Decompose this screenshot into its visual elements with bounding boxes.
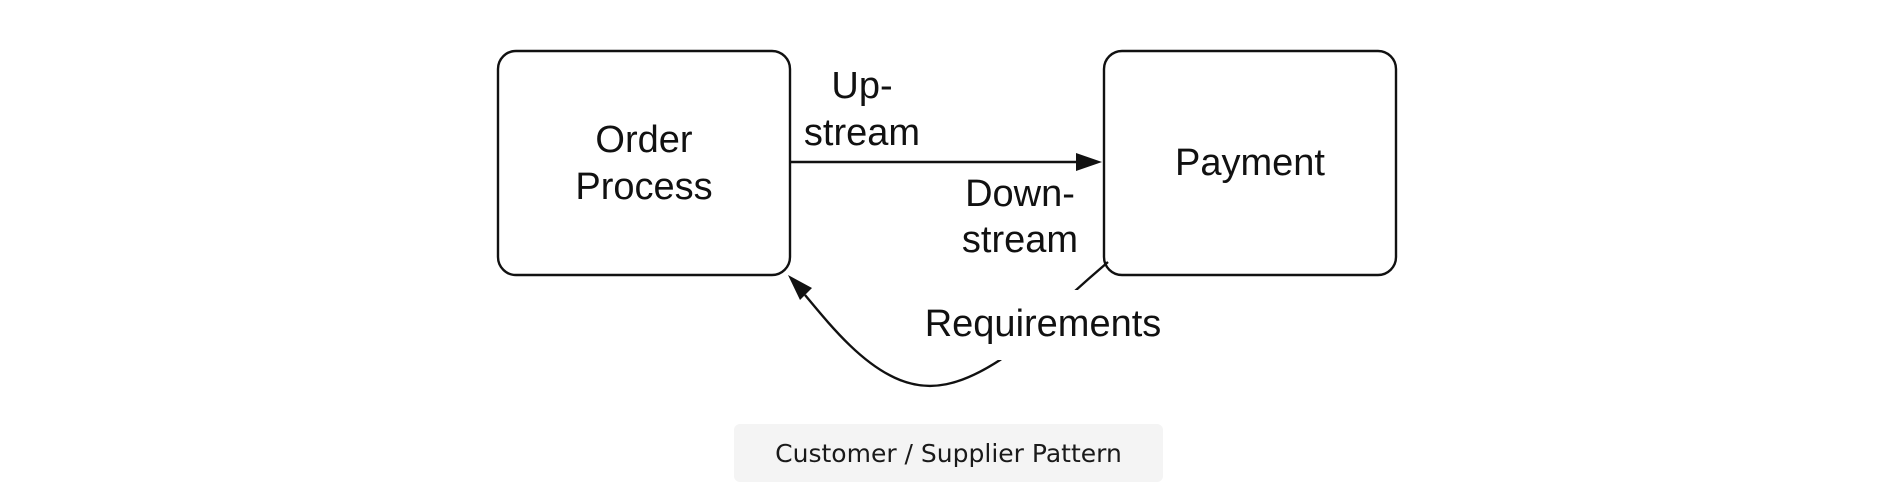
- downstream-label-line-1: Down-: [965, 173, 1075, 215]
- requirements-label: Requirements: [925, 303, 1162, 345]
- requirements-edge: Requirements: [788, 261, 1170, 388]
- order-process-node: Order Process: [496, 49, 792, 277]
- caption-text: Customer / Supplier Pattern: [775, 438, 1122, 468]
- arrow-head-right: [1076, 153, 1102, 171]
- upstream-label-line-1: Up-: [831, 65, 892, 107]
- diagram-caption: Customer / Supplier Pattern: [734, 424, 1163, 482]
- upstream-downstream-edge: [790, 153, 1102, 171]
- payment-box: [1102, 49, 1398, 277]
- payment-label: Payment: [1175, 142, 1325, 184]
- requirements-label-mask: [916, 290, 1170, 360]
- order-process-label-line-1: Order: [595, 119, 692, 161]
- order-process-box: [496, 49, 792, 277]
- payment-node: Payment: [1102, 49, 1398, 277]
- downstream-label-line-2: stream: [962, 219, 1078, 261]
- arrow-head-up-left: [788, 275, 812, 300]
- upstream-label-line-2: stream: [804, 112, 920, 154]
- order-process-label-line-2: Process: [575, 166, 712, 208]
